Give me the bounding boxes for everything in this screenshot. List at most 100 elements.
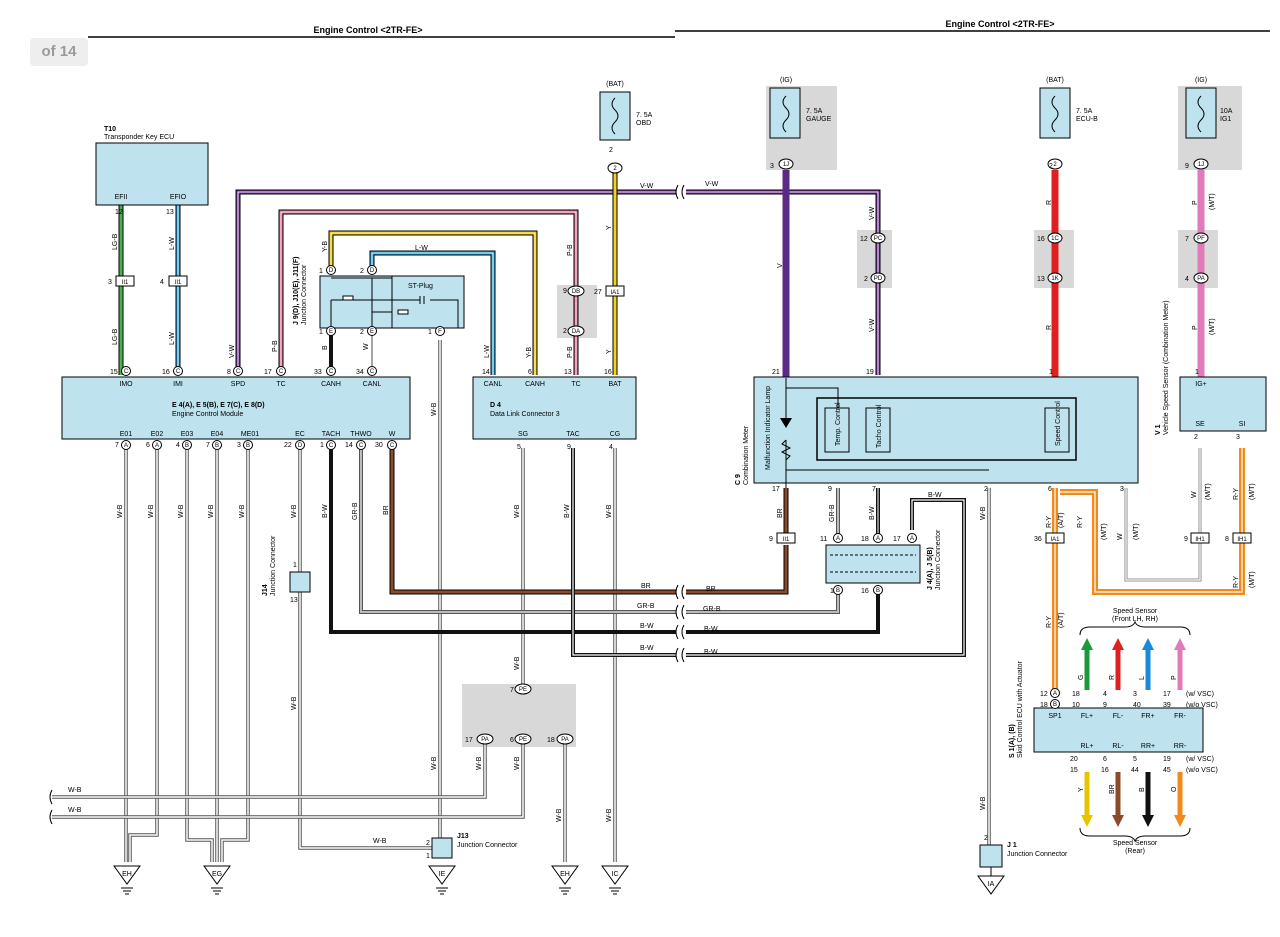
svg-text:Y: Y <box>1078 787 1085 792</box>
svg-text:7. 5A: 7. 5A <box>1076 108 1093 115</box>
svg-text:W-B: W-B <box>239 504 246 518</box>
svg-text:3: 3 <box>237 442 241 449</box>
svg-text:Y: Y <box>606 225 613 230</box>
svg-text:W-B: W-B <box>556 808 563 822</box>
speed-sensor-front-l1: Speed Sensor <box>1113 608 1158 615</box>
svg-text:D: D <box>370 268 375 274</box>
svg-text:FR-: FR- <box>1174 713 1186 720</box>
svg-text:Y-B: Y-B <box>526 347 533 358</box>
svg-text:6: 6 <box>1048 486 1052 493</box>
svg-text:R: R <box>1046 325 1053 330</box>
svg-text:IC: IC <box>612 871 619 878</box>
svg-text:W-B: W-B <box>431 402 438 416</box>
svg-text:W-B: W-B <box>291 504 298 518</box>
svg-text:1: 1 <box>1049 369 1053 376</box>
svg-text:FR+: FR+ <box>1141 713 1154 720</box>
svg-text:R-Y: R-Y <box>1233 488 1240 500</box>
skid-label: S 1(A), (B) Skid Control ECU with Actuat… <box>1009 660 1024 758</box>
svg-text:33: 33 <box>314 369 322 376</box>
svg-text:Malfunction Indicator Lamp: Malfunction Indicator Lamp <box>765 386 772 470</box>
svg-text:DA: DA <box>572 329 580 335</box>
fuse-obd: (BAT) 7. 5A OBD <box>599 81 653 141</box>
svg-text:RR-: RR- <box>1174 743 1187 750</box>
svg-text:1K: 1K <box>1051 276 1058 282</box>
vss-label: V 1 Vehicle Speed Sensor (Combination Me… <box>1155 300 1170 435</box>
svg-text:9: 9 <box>567 444 571 451</box>
svg-text:A: A <box>876 536 880 542</box>
svg-text:LG-B: LG-B <box>112 328 119 345</box>
svg-text:C: C <box>390 443 395 449</box>
svg-text:CANH: CANH <box>525 381 545 388</box>
svg-text:B: B <box>246 443 250 449</box>
svg-text:RR+: RR+ <box>1141 743 1155 750</box>
svg-text:PA: PA <box>1197 276 1205 282</box>
svg-text:14: 14 <box>345 442 353 449</box>
svg-text:16: 16 <box>1037 236 1045 243</box>
svg-text:2: 2 <box>984 835 988 842</box>
svg-text:E03: E03 <box>181 431 194 438</box>
svg-text:2: 2 <box>426 840 430 847</box>
svg-text:E: E <box>370 329 374 335</box>
svg-text:P-B: P-B <box>272 340 279 352</box>
svg-text:V 1: V 1 <box>1155 424 1162 435</box>
svg-text:44: 44 <box>1131 767 1139 774</box>
svg-text:(IG): (IG) <box>780 77 792 84</box>
svg-text:D: D <box>329 268 334 274</box>
svg-text:E: E <box>329 329 333 335</box>
svg-text:SI: SI <box>1239 421 1246 428</box>
svg-text:7: 7 <box>206 442 210 449</box>
svg-text:W-B: W-B <box>514 504 521 518</box>
vehicle-speed-sensor-box <box>1179 376 1267 432</box>
j13-name-full: Junction Connector <box>457 842 518 849</box>
j13-code: J13 <box>457 833 469 840</box>
svg-text:C: C <box>329 443 334 449</box>
svg-text:6: 6 <box>510 737 514 744</box>
svg-text:15: 15 <box>1070 767 1078 774</box>
svg-text:F: F <box>438 329 442 335</box>
svg-text:(IG): (IG) <box>1195 77 1207 84</box>
wire-color-labels: LG-B L-W LG-B L-W V-W P-B Y-B B W L-W L-… <box>68 181 1256 845</box>
svg-text:14: 14 <box>482 369 490 376</box>
svg-text:16: 16 <box>162 369 170 376</box>
svg-text:C: C <box>370 369 375 375</box>
svg-text:6: 6 <box>146 442 150 449</box>
svg-text:B-W: B-W <box>704 626 718 633</box>
svg-text:9: 9 <box>769 536 773 543</box>
svg-text:IA1: IA1 <box>610 290 620 296</box>
st-plug-label: ST-Plug <box>408 283 433 290</box>
pin-numbers: 12 13 3 4 15 16 8 17 33 34 1 2 1 2 1 7 6… <box>108 147 1240 860</box>
svg-text:9: 9 <box>563 288 567 295</box>
svg-text:C: C <box>236 369 241 375</box>
svg-text:19: 19 <box>1163 756 1171 763</box>
svg-text:EH: EH <box>560 871 570 878</box>
svg-text:II1: II1 <box>122 280 129 286</box>
svg-text:B: B <box>322 345 329 350</box>
svg-text:1J: 1J <box>783 162 789 168</box>
svg-text:Junction Connector: Junction Connector <box>301 264 308 325</box>
svg-text:OBD: OBD <box>636 120 651 127</box>
svg-text:ECU-B: ECU-B <box>1076 116 1098 123</box>
svg-text:3: 3 <box>108 279 112 286</box>
svg-text:8: 8 <box>227 369 231 376</box>
svg-text:27: 27 <box>594 289 602 296</box>
svg-text:W-B: W-B <box>68 807 82 814</box>
header-left: Engine Control <2TR-FE> <box>313 25 422 35</box>
svg-text:2: 2 <box>984 486 988 493</box>
svg-text:B-W: B-W <box>640 645 654 652</box>
svg-text:(M/T): (M/T) <box>1249 571 1256 588</box>
svg-text:L-W: L-W <box>415 245 428 252</box>
svg-text:W-B: W-B <box>980 796 987 810</box>
svg-text:2: 2 <box>1049 163 1053 170</box>
svg-text:2: 2 <box>360 268 364 275</box>
svg-text:4: 4 <box>609 444 613 451</box>
svg-text:V-W: V-W <box>229 344 236 358</box>
wires <box>52 170 1245 862</box>
svg-text:FL-: FL- <box>1113 713 1124 720</box>
svg-text:B-W: B-W <box>322 504 329 518</box>
svg-text:A: A <box>124 443 128 449</box>
svg-text:3: 3 <box>1133 691 1137 698</box>
svg-text:E02: E02 <box>151 431 164 438</box>
svg-text:40: 40 <box>1133 702 1141 709</box>
svg-text:18: 18 <box>861 536 869 543</box>
